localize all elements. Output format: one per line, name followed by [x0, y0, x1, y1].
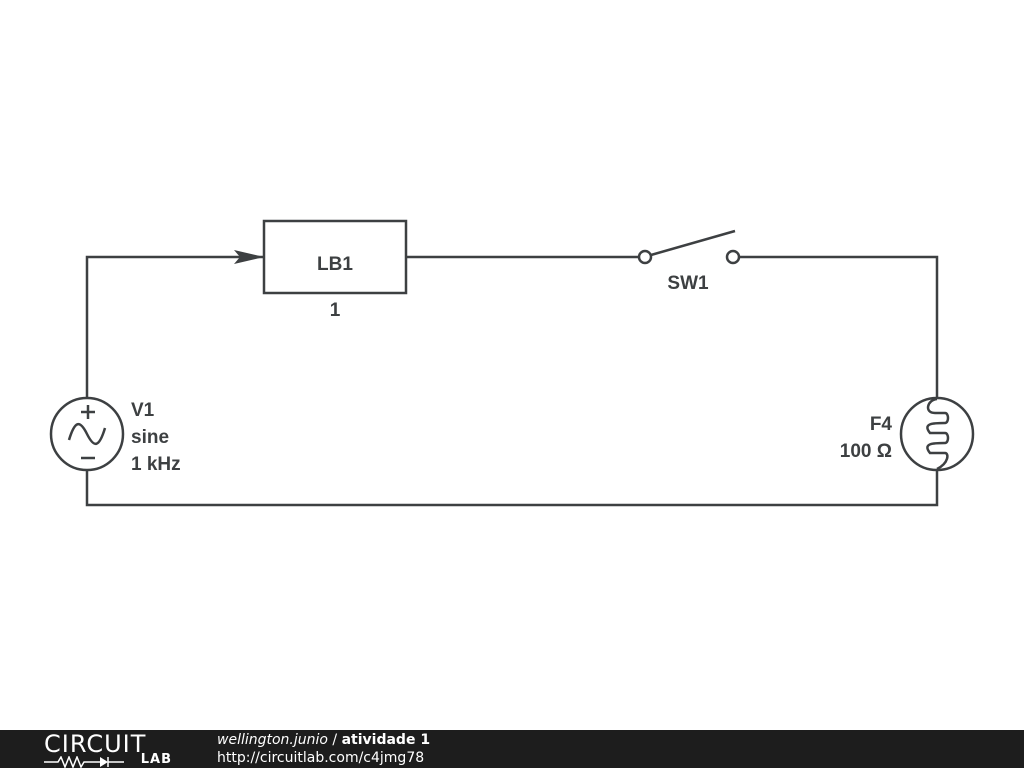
- source-v1-freq: 1 kHz: [131, 454, 181, 475]
- lamp-f4-resistance: 100 Ω: [840, 441, 892, 462]
- lamp-f4-ref: F4: [870, 414, 893, 435]
- wire-left-top: [85, 255, 264, 397]
- byline-separator: /: [327, 732, 342, 748]
- sine-wave-icon: [67, 423, 107, 445]
- lamp-f4[interactable]: F4 100 Ω: [840, 396, 975, 472]
- circuit-schematic: LB1 1 SW1 V1 sine 1 kHz F4 100 Ω: [49, 219, 975, 507]
- author-link[interactable]: wellington.junio: [217, 732, 328, 748]
- switch-terminal-left: [637, 249, 653, 265]
- block-lb1-body: [262, 219, 408, 295]
- footer-bar: CIRCUIT LAB wellington.junio / atividade…: [0, 730, 1024, 768]
- block-lb1-value: 1: [330, 300, 341, 321]
- wire-switch-to-lamp: [739, 255, 939, 398]
- logo-lower-row: LAB: [44, 752, 178, 768]
- logo-wordmark-bottom: LAB: [140, 752, 172, 767]
- block-lb1[interactable]: LB1 1: [262, 219, 408, 321]
- project-info: wellington.junio / atividade 1 http://ci…: [217, 731, 430, 767]
- source-v1-type: sine: [131, 427, 169, 448]
- lamp-filament-icon: [926, 397, 950, 471]
- resistor-diode-icon: [44, 756, 124, 768]
- source-v1-ref: V1: [131, 400, 155, 421]
- logo-wordmark-top: CIRCUIT: [44, 730, 147, 758]
- switch-terminal-right: [725, 249, 741, 265]
- switch-blade: [650, 229, 736, 257]
- switch-sw1-ref: SW1: [667, 273, 709, 294]
- source-v1[interactable]: V1 sine 1 kHz: [49, 396, 181, 475]
- circuitlab-logo[interactable]: CIRCUIT LAB: [44, 730, 178, 768]
- switch-sw1[interactable]: SW1: [637, 229, 741, 294]
- project-url[interactable]: http://circuitlab.com/c4jmg78: [217, 750, 425, 766]
- current-direction-arrow-icon: [234, 250, 264, 264]
- wires: [85, 250, 939, 507]
- project-byline: wellington.junio / atividade 1: [217, 731, 430, 749]
- wire-bottom: [85, 470, 939, 507]
- project-title[interactable]: atividade 1: [341, 732, 431, 748]
- block-lb1-ref: LB1: [317, 254, 353, 275]
